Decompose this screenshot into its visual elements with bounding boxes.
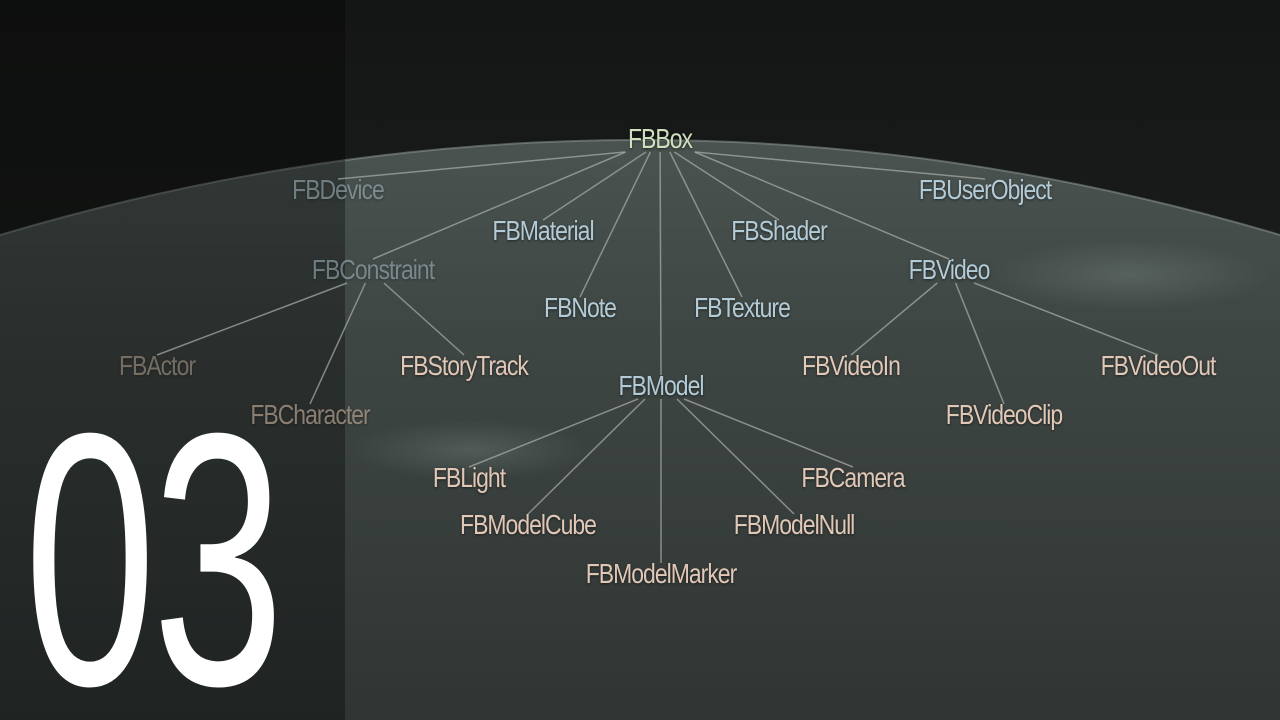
node-fbvideo: FBVideo <box>908 254 991 285</box>
node-fbuserobject: FBUserObject <box>918 174 1052 205</box>
left-shade-panel <box>0 0 345 720</box>
link-fbconstraint-fbcharacter <box>309 282 367 405</box>
link-fbconstraint-fbactor <box>156 282 348 356</box>
link-fbbox-fbvideo <box>694 151 950 260</box>
node-fbactor: FBActor <box>118 350 196 381</box>
node-fbmaterial: FBMaterial <box>492 215 594 246</box>
link-fbbox-fbdevice <box>337 151 625 180</box>
link-fbbox-fbshader <box>673 151 780 221</box>
node-fbvideoout: FBVideoOut <box>1100 350 1217 381</box>
node-fbdevice: FBDevice <box>292 174 385 205</box>
node-fblight: FBLight <box>432 462 506 493</box>
node-fbnote: FBNote <box>544 292 617 323</box>
node-fbvideoclip: FBVideoClip <box>945 399 1063 430</box>
link-fbmodel-fblight <box>468 398 639 468</box>
link-fbmodel-fbcamera <box>683 398 854 468</box>
link-fbvideo-fbvideoout <box>973 282 1159 356</box>
node-fbtexture: FBTexture <box>694 292 791 323</box>
node-fbstorytrack: FBStoryTrack <box>400 350 529 381</box>
link-fbvideo-fbvideoin <box>850 282 938 356</box>
link-fbbox-fbmodel <box>659 151 662 376</box>
link-fbbox-fbmaterial <box>542 151 647 221</box>
node-fbmodelmarker: FBModelMarker <box>585 558 738 589</box>
link-fbbox-fbconstraint <box>372 151 626 260</box>
episode-number: 03 <box>24 359 284 720</box>
link-fbmodel-fbmodelcube <box>527 398 646 515</box>
link-fbbox-fbtexture <box>669 151 743 298</box>
node-fbmodel: FBModel <box>618 370 705 401</box>
link-fbbox-fbnote <box>579 151 652 298</box>
link-fbvideo-fbvideoclip <box>954 282 1005 405</box>
node-fbmodelnull: FBModelNull <box>733 509 856 540</box>
node-fbcamera: FBCamera <box>801 462 905 493</box>
link-fbconstraint-fbstorytrack <box>383 282 465 356</box>
link-fbmodel-fbmodelnull <box>676 398 795 515</box>
node-fbbox: FBBox <box>628 123 693 154</box>
node-fbshader: FBShader <box>731 215 827 246</box>
node-fbconstraint: FBConstraint <box>311 254 435 285</box>
node-fbmodelcube: FBModelCube <box>460 509 597 540</box>
link-fbbox-fbuserobject <box>695 151 986 180</box>
node-fbcharacter: FBCharacter <box>250 399 370 430</box>
node-fbvideoin: FBVideoIn <box>802 350 901 381</box>
